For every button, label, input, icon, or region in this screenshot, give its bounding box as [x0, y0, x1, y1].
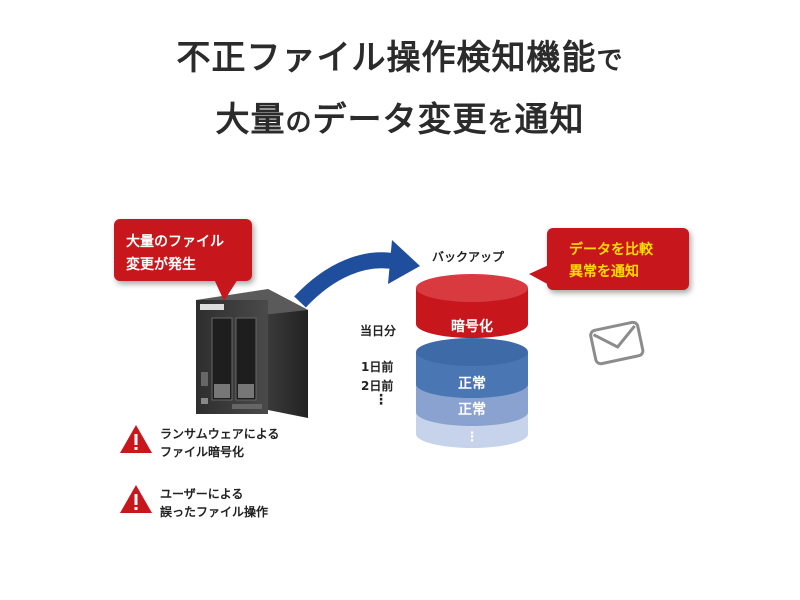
warning-icon: [120, 485, 152, 513]
title-line-2: 大量のデータ変更を通知: [0, 92, 800, 141]
layer-status-2-days: 正常: [458, 401, 486, 418]
day-label-1-day: 1日前: [361, 360, 394, 374]
nas-device-icon: [196, 289, 308, 418]
layer-status-older: ⋮: [466, 430, 479, 445]
callout-right-line-1: データを比較: [569, 242, 653, 258]
callout-mass-change: 大量のファイル 変更が発生: [114, 219, 252, 301]
callout-right-tail: [529, 264, 551, 286]
title-line-1-main: 不正ファイル操作検知機能: [176, 38, 597, 78]
title-line-2-b: の: [285, 108, 313, 138]
transfer-arrow: [294, 240, 420, 308]
warning-icon: [120, 425, 152, 453]
cylinder-layer-today: [416, 274, 528, 338]
title-line-2-d: を: [487, 108, 515, 138]
title-line-2-e: 通知: [514, 100, 585, 140]
callout-left-line-2: 変更が発生: [126, 257, 196, 273]
day-label-more: ⋮: [374, 392, 388, 408]
callout-right-line-2: 異常を通知: [569, 264, 639, 280]
day-label-2-days: 2日前: [361, 379, 394, 393]
title-line-1: 不正ファイル操作検知機能で: [0, 30, 800, 79]
title-line-2-c: データ変更: [312, 100, 488, 140]
backup-cylinder-stack: 暗号化 正常 正常 ⋮: [416, 274, 528, 448]
cause-line-1: ユーザーによる: [160, 487, 244, 501]
layer-status-1-day: 正常: [458, 375, 486, 392]
cause-line-1: ランサムウェアによる: [160, 427, 280, 441]
callout-compare-notify: データを比較 異常を通知: [529, 228, 689, 290]
day-label-today: 当日分: [360, 324, 397, 338]
title-line-2-a: 大量: [215, 100, 286, 140]
cause-line-2: ファイル暗号化: [160, 445, 245, 459]
mail-icon: [589, 320, 645, 366]
cylinder-layer-1-day: [416, 338, 528, 398]
callout-left-line-1: 大量のファイル: [126, 234, 224, 250]
layer-status-today: 暗号化: [451, 318, 493, 335]
title-line-1-suffix: で: [596, 46, 624, 76]
cause-line-2: 誤ったファイル操作: [160, 505, 269, 519]
backup-label: バックアップ: [432, 250, 505, 264]
callout-left-tail: [214, 279, 238, 301]
